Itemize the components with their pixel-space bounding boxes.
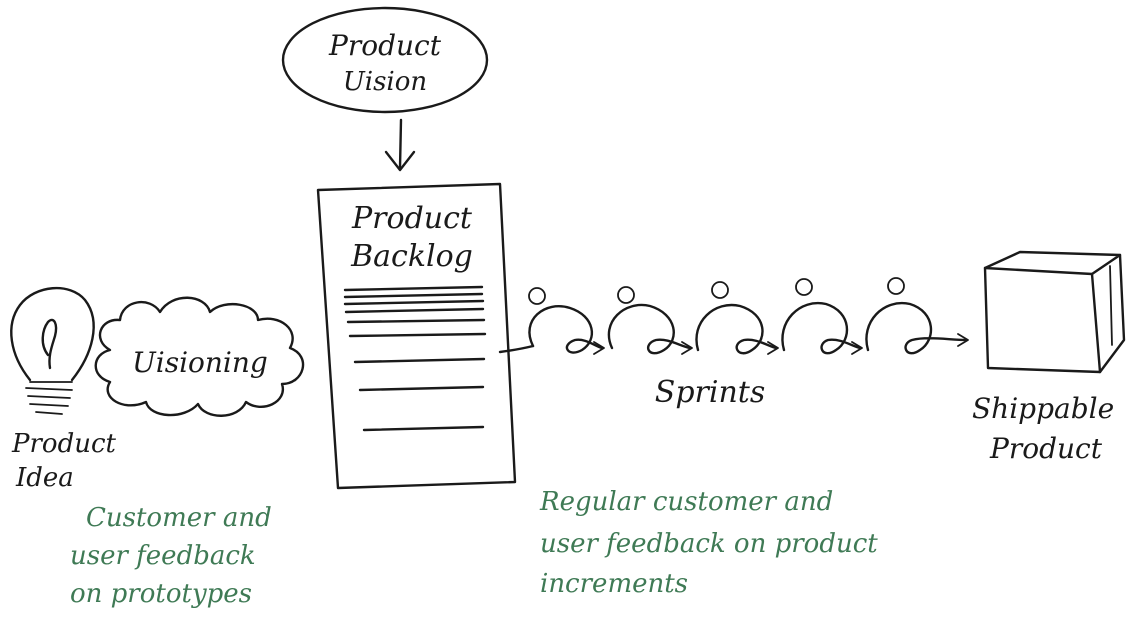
product-backlog-page xyxy=(316,182,517,490)
visioning-cloud: Uisioning xyxy=(94,296,305,417)
prototype-feedback-line2: user feedback xyxy=(70,541,256,571)
product-vision-bubble xyxy=(281,6,489,114)
sprints-flow xyxy=(498,277,969,355)
sprint-loop-3 xyxy=(695,281,779,355)
increment-feedback-line3: increments xyxy=(540,569,688,599)
light-bulb-icon xyxy=(10,287,95,415)
prototype-feedback-line3: on prototypes xyxy=(70,579,252,609)
shippable-product-label-line2: Product xyxy=(989,432,1103,465)
sprint-loop-5 xyxy=(865,277,969,355)
increment-feedback-line1: Regular customer and xyxy=(539,487,833,517)
backlog-to-sprints-line xyxy=(498,344,535,354)
prototype-feedback-line1: Customer and xyxy=(86,503,272,533)
vision-to-backlog-arrow xyxy=(384,118,416,172)
product-idea-label-line2: Idea xyxy=(15,463,74,493)
sprint-loop-4 xyxy=(781,278,863,355)
product-backlog-node: Product Backlog xyxy=(316,182,517,490)
product-vision-label-line2: Uision xyxy=(343,67,427,97)
increment-feedback-line2: user feedback on product xyxy=(540,529,878,559)
cloud-shape xyxy=(94,296,305,417)
backlog-items-dense xyxy=(343,285,485,314)
prototype-feedback-note: Customer and user feedback on prototypes xyxy=(70,503,272,609)
backlog-items xyxy=(346,318,487,432)
shippable-product-box-icon xyxy=(983,250,1126,374)
visioning-label: Uisioning xyxy=(132,346,268,379)
sprint-loop-2 xyxy=(607,286,693,355)
sprints-label: Sprints xyxy=(655,375,765,410)
product-backlog-label-line2: Backlog xyxy=(350,239,473,274)
product-idea-label-line1: Product xyxy=(11,429,117,459)
product-vision-label-line1: Product xyxy=(328,29,442,62)
sprint-loop-1 xyxy=(528,287,605,355)
shippable-product-label-line1: Shippable xyxy=(972,392,1114,425)
product-backlog-label-line1: Product xyxy=(351,201,473,236)
product-vision-node: Product Uision xyxy=(281,6,489,114)
increment-feedback-note: Regular customer and user feedback on pr… xyxy=(539,487,878,599)
